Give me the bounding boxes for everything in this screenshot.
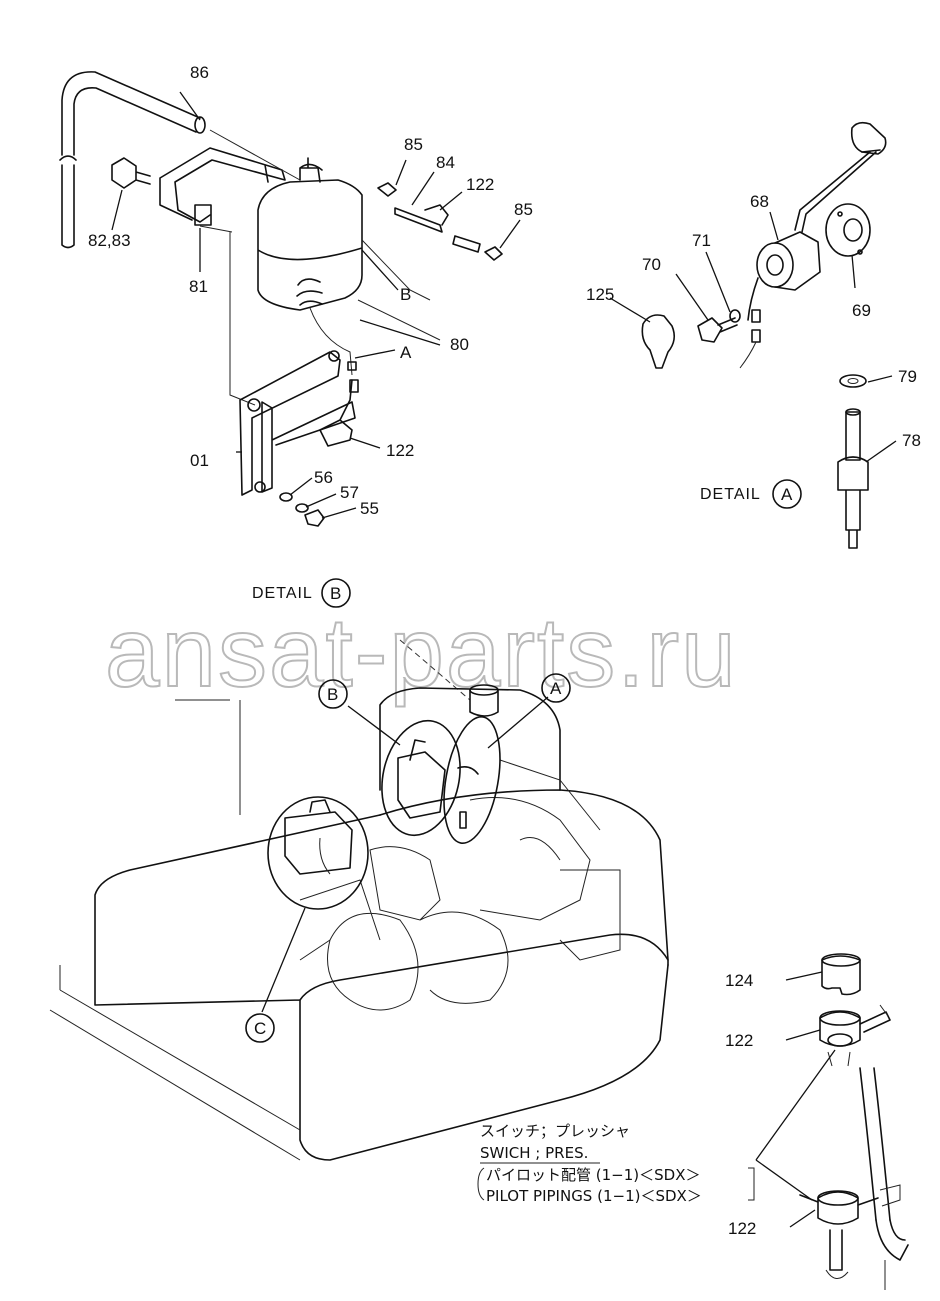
detail-a-caption: DETAIL <box>700 486 761 503</box>
note-bracket-left <box>477 1167 485 1201</box>
leaders-top-left <box>111 91 521 519</box>
label-82-83: 82,83 <box>88 231 131 250</box>
watermark-text: ansat-parts.ru <box>105 597 738 707</box>
detail-a-letter: A <box>781 485 793 504</box>
detail-b-letter: B <box>330 584 341 603</box>
note-jp-title: スイッチ；プレッシャ <box>480 1122 630 1140</box>
leaders-bottom-right <box>755 971 836 1228</box>
callout-a-letter: A <box>550 679 562 698</box>
label-125: 125 <box>586 285 614 304</box>
leaders-top-right <box>609 211 897 463</box>
note-en-ref: PILOT PIPINGS (1−1)＜SDX＞ <box>486 1187 702 1205</box>
sender-assembly-drawing <box>641 121 887 549</box>
label-122-bracket: 122 <box>386 441 414 460</box>
detail-a-circle <box>772 479 802 509</box>
label-68: 68 <box>750 192 769 211</box>
callout-a-circle <box>541 673 571 703</box>
label-70: 70 <box>642 255 661 274</box>
callouts <box>261 696 549 1013</box>
note-jp-ref: パイロット配管 (1−1)＜SDX＞ <box>486 1166 700 1184</box>
label-79: 79 <box>898 367 917 386</box>
note-en-title: SWICH ; PRES. <box>480 1144 588 1162</box>
label-71: 71 <box>692 231 711 250</box>
detail-b-caption: DETAIL <box>252 585 313 602</box>
label-124: 124 <box>725 971 753 990</box>
detail-b-circle <box>321 578 351 608</box>
callout-b-circle <box>318 679 348 709</box>
label-122-switch-lower: 122 <box>728 1219 756 1238</box>
label-85-upper: 85 <box>404 135 423 154</box>
label-A-tank: A <box>400 343 412 362</box>
label-86: 86 <box>190 63 209 82</box>
label-B-tank: B <box>400 285 411 304</box>
callout-c-circle <box>245 1013 275 1043</box>
label-122-switch-upper: 122 <box>725 1031 753 1050</box>
callout-c-letter: C <box>254 1019 266 1038</box>
callout-b-letter: B <box>327 685 338 704</box>
label-81: 81 <box>189 277 208 296</box>
pressure-switch-drawing <box>799 953 909 1290</box>
machine-body-drawing <box>49 639 669 1161</box>
label-69: 69 <box>852 301 871 320</box>
label-80: 80 <box>450 335 469 354</box>
note-bracket-right <box>748 1167 755 1201</box>
label-84: 84 <box>436 153 455 172</box>
tank-assembly-drawing <box>59 71 503 527</box>
label-56: 56 <box>314 468 333 487</box>
label-78: 78 <box>902 431 921 450</box>
label-57: 57 <box>340 483 359 502</box>
label-122-upper: 122 <box>466 175 494 194</box>
label-01: 01 <box>190 451 209 470</box>
label-85-lower: 85 <box>514 200 533 219</box>
label-55: 55 <box>360 499 379 518</box>
